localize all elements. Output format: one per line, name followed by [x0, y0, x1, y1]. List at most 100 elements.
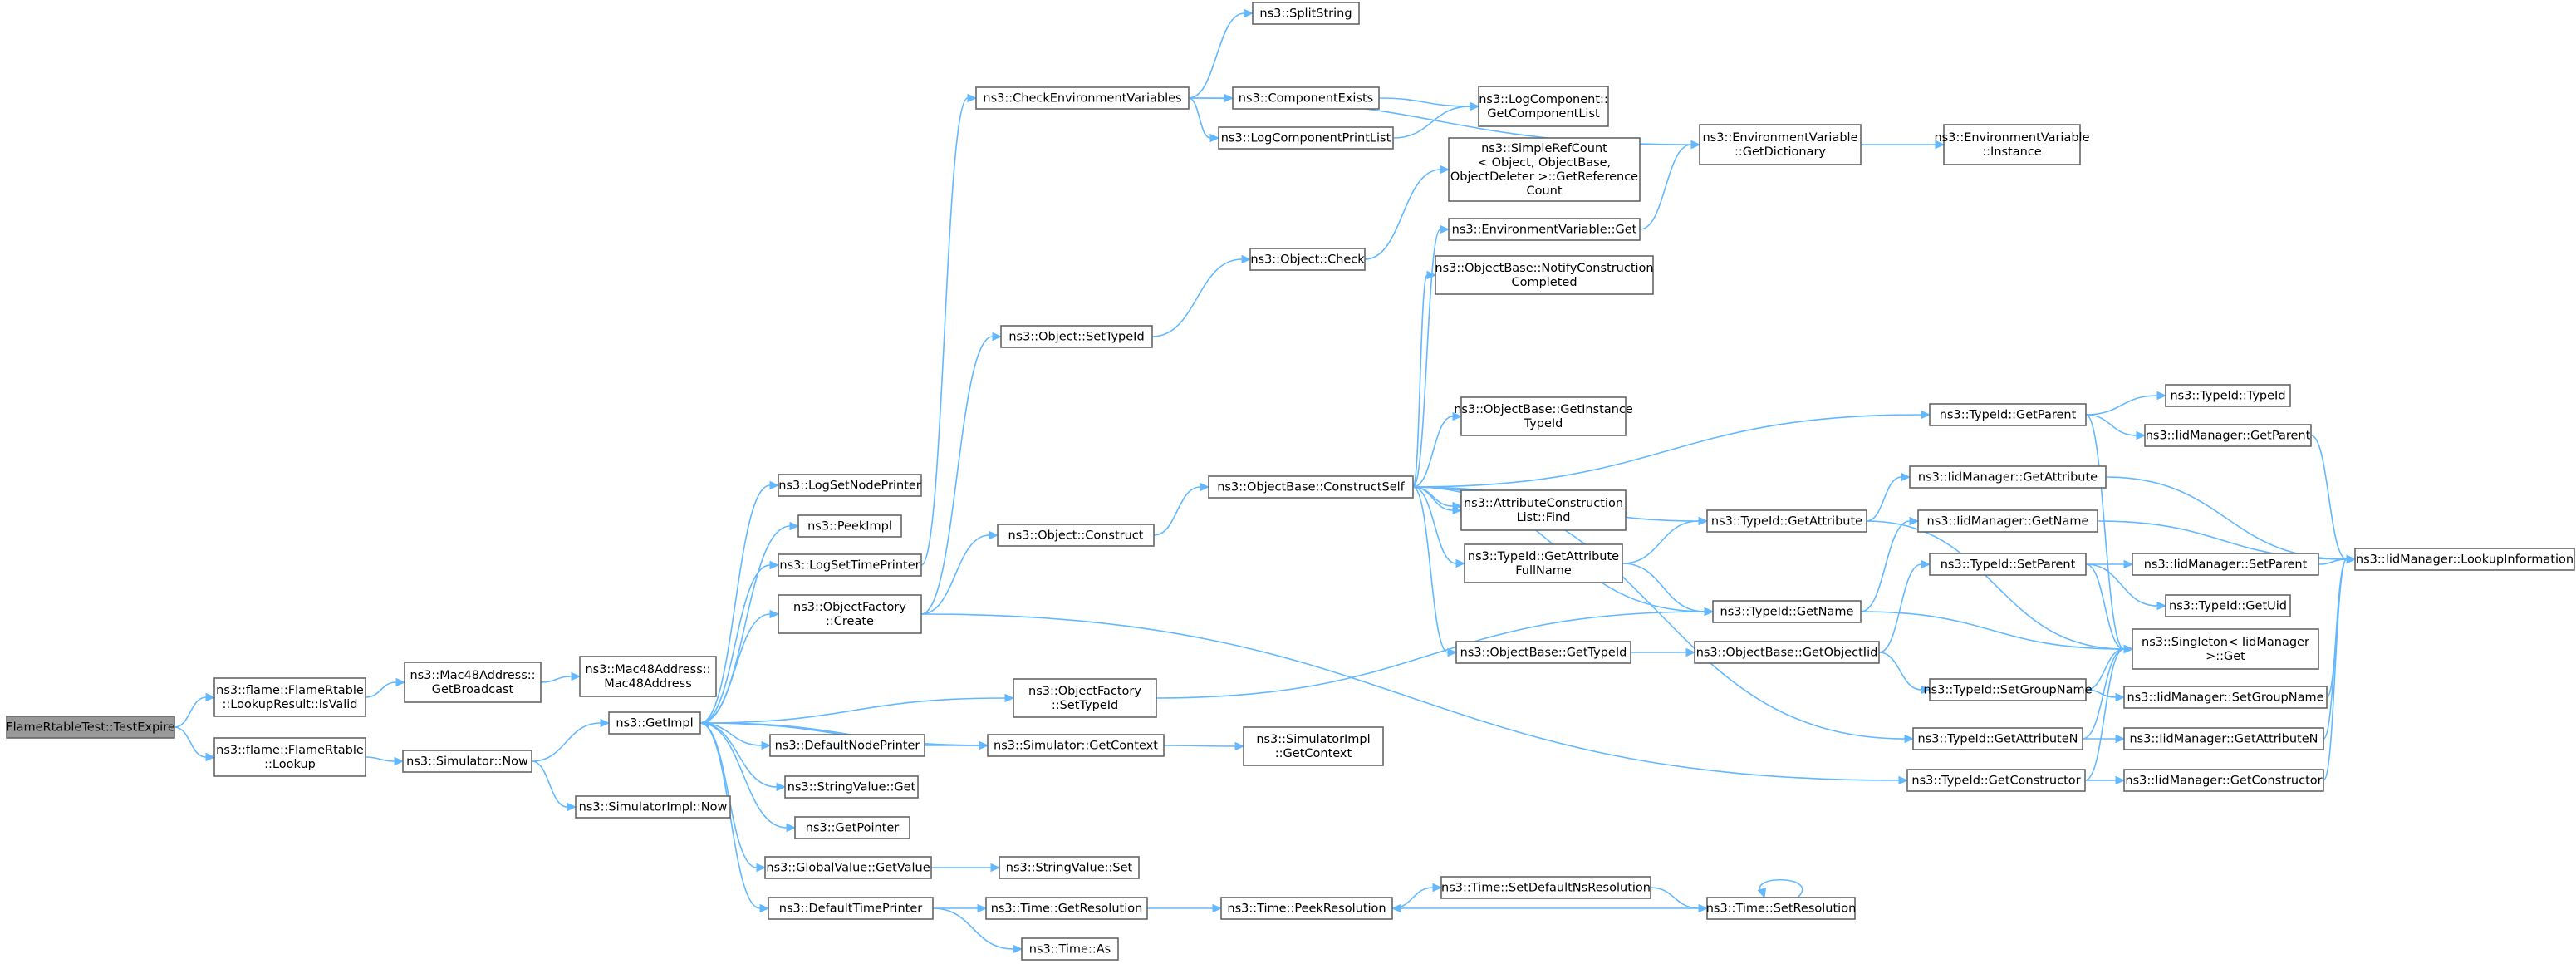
- node-label: ns3::GetPointer: [806, 822, 900, 835]
- node-label: ns3::EnvironmentVariable::Get: [1452, 224, 1637, 237]
- node-label: Completed: [1511, 276, 1577, 289]
- node-tidsetgroup[interactable]: ns3::TypeId::SetGroupName: [1923, 678, 2093, 701]
- node-lookup[interactable]: ns3::flame::FlameRtable::Lookup: [213, 737, 366, 777]
- node-notifyconstr[interactable]: ns3::ObjectBase::NotifyConstructionCompl…: [1435, 255, 1654, 295]
- node-strvalget[interactable]: ns3::StringValue::Get: [784, 775, 919, 799]
- node-objfactorycreate[interactable]: ns3::ObjectFactory::Create: [778, 594, 922, 634]
- node-tidgetparent[interactable]: ns3::TypeId::GetParent: [1929, 403, 2087, 426]
- node-simplerefcount[interactable]: ns3::SimpleRefCount< Object, ObjectBase,…: [1448, 137, 1641, 202]
- node-timegetres[interactable]: ns3::Time::GetResolution: [985, 897, 1148, 920]
- node-mac48[interactable]: ns3::Mac48Address::Mac48Address: [579, 656, 717, 697]
- node-strvalset[interactable]: ns3::StringValue::Set: [999, 856, 1140, 879]
- node-label: Count: [1526, 184, 1562, 198]
- node-label: ns3::ObjectBase::ConstructSelf: [1217, 481, 1405, 494]
- node-label: ns3::Simulator::GetContext: [994, 740, 1158, 753]
- node-tidsetparent[interactable]: ns3::TypeId::SetParent: [1929, 553, 2087, 576]
- edge-globalgetvalue-to-strvalset: [931, 863, 1001, 873]
- node-tidtypeid[interactable]: ns3::TypeId::TypeId: [2165, 384, 2291, 407]
- node-logcompprint[interactable]: ns3::LogComponentPrintList: [1218, 126, 1394, 150]
- node-simimplgetctx[interactable]: ns3::SimulatorImpl::GetContext: [1243, 726, 1384, 766]
- edge-checkenv-to-splitstring: [1188, 8, 1254, 99]
- node-settypeid[interactable]: ns3::Object::SetTypeId: [1000, 325, 1153, 348]
- node-getobjectiid[interactable]: ns3::ObjectBase::GetObjectIid: [1694, 641, 1880, 664]
- node-objcheck[interactable]: ns3::Object::Check: [1249, 248, 1366, 271]
- edge-tidgetparent-to-iidgetparent: [2085, 414, 2147, 440]
- node-peekimpl[interactable]: ns3::PeekImpl: [797, 514, 902, 538]
- node-isvalid[interactable]: ns3::flame::FlameRtable::LookupResult::I…: [213, 677, 366, 717]
- node-logsettime[interactable]: ns3::LogSetTimePrinter: [778, 553, 922, 577]
- node-objfactorysettid[interactable]: ns3::ObjectFactory::SetTypeId: [1013, 678, 1157, 718]
- node-compexists[interactable]: ns3::ComponentExists: [1232, 86, 1380, 110]
- node-iidsetgroup[interactable]: ns3::IidManager::SetGroupName: [2123, 686, 2328, 709]
- node-splitstring[interactable]: ns3::SplitString: [1252, 2, 1360, 25]
- node-tidgetuid[interactable]: ns3::TypeId::GetUid: [2165, 594, 2291, 617]
- edge-iidgetattr-to-iidlookup: [2105, 476, 2357, 564]
- node-deftimeprinter[interactable]: ns3::DefaultTimePrinter: [768, 897, 934, 920]
- edge-tidsetparent-to-tidgetuid: [2085, 563, 2167, 611]
- node-iidlookup[interactable]: ns3::IidManager::LookupInformation: [2354, 548, 2575, 571]
- node-iidgetattrn[interactable]: ns3::IidManager::GetAttributeN: [2123, 727, 2324, 750]
- node-setdefaultns[interactable]: ns3::Time::SetDefaultNsResolution: [1440, 876, 1651, 899]
- node-label: ns3::IidManager::GetConstructor: [2125, 775, 2322, 788]
- edge-getobjectiid-to-tidsetgroup: [1878, 652, 1931, 695]
- node-objconstruct[interactable]: ns3::Object::Construct: [997, 524, 1155, 547]
- node-label: < Object, ObjectBase,: [1478, 156, 1611, 170]
- node-getobjtid[interactable]: ns3::ObjectBase::GetTypeId: [1455, 641, 1631, 664]
- node-envgetdict[interactable]: ns3::EnvironmentVariable::GetDictionary: [1699, 124, 1862, 165]
- edge-objfactorycreate-to-tidgetconstr: [920, 613, 1909, 785]
- node-globalgetvalue[interactable]: ns3::GlobalValue::GetValue: [764, 856, 932, 879]
- node-setres[interactable]: ns3::Time::SetResolution: [1706, 897, 1857, 920]
- edge-logcompprint-to-getcomplist: [1392, 101, 1480, 139]
- node-getcomplist[interactable]: ns3::LogComponent::GetComponentList: [1478, 86, 1609, 127]
- node-constructself[interactable]: ns3::ObjectBase::ConstructSelf: [1208, 475, 1414, 499]
- node-iidgetconstr[interactable]: ns3::IidManager::GetConstructor: [2123, 769, 2324, 792]
- edge-constructself-to-notifyconstr: [1412, 270, 1437, 488]
- node-defnodeprinter[interactable]: ns3::DefaultNodePrinter: [769, 734, 925, 757]
- node-tidgetconstr[interactable]: ns3::TypeId::GetConstructor: [1906, 769, 2086, 792]
- node-singletonget[interactable]: ns3::Singleton< IidManager>::Get: [2132, 628, 2319, 670]
- node-tidgetname[interactable]: ns3::TypeId::GetName: [1712, 600, 1862, 623]
- node-label: ns3::TypeId::GetName: [1720, 606, 1854, 619]
- edge-tidgetname-to-singletonget: [1860, 611, 2134, 654]
- node-getbroadcast[interactable]: ns3::Mac48Address::GetBroadcast: [404, 662, 542, 703]
- node-label: ::GetContext: [1275, 747, 1352, 760]
- node-label: ::Create: [826, 615, 874, 628]
- edge-lookup-to-simnow: [365, 756, 405, 766]
- node-label: ns3::IidManager::GetParent: [2146, 430, 2311, 443]
- node-label: ns3::Time::PeekResolution: [1227, 903, 1386, 916]
- node-label: ns3::Time::As: [1029, 943, 1111, 957]
- node-peekres[interactable]: ns3::Time::PeekResolution: [1220, 897, 1393, 920]
- node-getpointer[interactable]: ns3::GetPointer: [794, 816, 910, 839]
- node-envget[interactable]: ns3::EnvironmentVariable::Get: [1448, 218, 1641, 241]
- node-label: ns3::StringValue::Set: [1006, 862, 1133, 875]
- node-logsetnode[interactable]: ns3::LogSetNodePrinter: [778, 474, 922, 497]
- node-label: TypeId: [1524, 417, 1563, 430]
- edge-root-to-lookup: [174, 726, 216, 762]
- node-label: GetBroadcast: [432, 683, 514, 696]
- node-iidgetattr[interactable]: ns3::IidManager::GetAttribute: [1909, 465, 2107, 489]
- node-label: >::Get: [2206, 650, 2245, 663]
- node-envinstance[interactable]: ns3::EnvironmentVariable::Instance: [1934, 124, 2090, 165]
- node-timeas[interactable]: ns3::Time::As: [1021, 937, 1119, 961]
- node-iidgetname[interactable]: ns3::IidManager::GetName: [1917, 509, 2098, 533]
- node-simgetcontext[interactable]: ns3::Simulator::GetContext: [987, 734, 1165, 757]
- edge-getimpl-to-logsetnode: [699, 480, 780, 724]
- node-iidsetparent[interactable]: ns3::IidManager::SetParent: [2132, 553, 2319, 576]
- node-tidgetattrn[interactable]: ns3::TypeId::GetAttributeN: [1912, 727, 2083, 750]
- node-getimpl[interactable]: ns3::GetImpl: [608, 711, 701, 735]
- node-label: ns3::ObjectBase::GetInstance: [1454, 403, 1633, 416]
- edge-constructself-to-tidgetparent: [1412, 410, 1931, 488]
- node-tidgetattr[interactable]: ns3::TypeId::GetAttribute: [1706, 509, 1867, 533]
- edge-deftimeprinter-to-timeas: [932, 907, 1023, 954]
- node-simimplnow[interactable]: ns3::SimulatorImpl::Now: [575, 795, 731, 819]
- edge-tidgetparent-to-tidtypeid: [2085, 391, 2167, 416]
- edge-objconstruct-to-constructself: [1153, 482, 1210, 536]
- node-simnow[interactable]: ns3::Simulator::Now: [402, 750, 532, 773]
- node-iidgetparent[interactable]: ns3::IidManager::GetParent: [2144, 424, 2312, 447]
- node-checkenv[interactable]: ns3::CheckEnvironmentVariables: [975, 86, 1190, 110]
- node-label: ns3::SimulatorImpl::Now: [579, 801, 728, 814]
